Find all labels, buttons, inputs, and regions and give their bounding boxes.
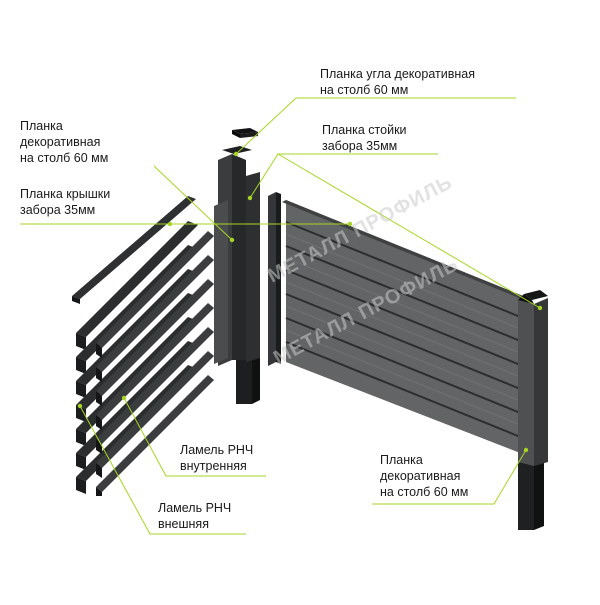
leader-dots [77, 151, 543, 453]
right-post [518, 290, 548, 530]
post-strip [268, 192, 281, 366]
label-lamel-outer-line2: внешняя [158, 517, 209, 531]
label-cap-strip-line1: Планка крышки [20, 187, 111, 201]
label-lamel-inner-line1: Ламель РНЧ [180, 443, 254, 457]
cap-strip [72, 196, 196, 304]
leader-lamel-outer [79, 405, 246, 535]
label-decor-strip-left: Планка декоративная на столб 60 мм [20, 118, 108, 166]
inner-lamellas [96, 231, 214, 496]
label-corner-strip: Планка угла декоративная на столб 60 мм [320, 66, 475, 98]
leader-decor-strip-right [372, 449, 527, 505]
leader-corner-strip [235, 97, 516, 155]
label-decor-strip-right-line1: Планка [380, 453, 423, 467]
label-lamel-outer: Ламель РНЧ внешняя [158, 500, 231, 532]
label-decor-strip-right-line3: на столб 60 мм [380, 485, 469, 499]
leader-lamel-inner [123, 397, 266, 477]
label-decor-strip-right-line2: декоративная [380, 469, 461, 483]
label-decor-strip-left-line2: декоративная [20, 135, 101, 149]
fence-panel [282, 200, 529, 456]
label-decor-strip-right: Планка декоративная на столб 60 мм [380, 452, 468, 500]
label-post-strip-line2: забора 35мм [322, 139, 398, 153]
label-corner-strip-line2: на столб 60 мм [320, 83, 409, 97]
label-cap-strip-line2: забора 35мм [20, 203, 96, 217]
label-lamel-outer-line1: Ламель РНЧ [158, 501, 232, 515]
label-lamel-inner-line2: внутренняя [180, 459, 247, 473]
label-decor-strip-left-line1: Планка [20, 119, 63, 133]
leader-decor-strip-left [153, 165, 233, 241]
label-post-strip: Планка стойки забора 35мм [322, 122, 407, 154]
label-decor-strip-left-line3: на столб 60 мм [20, 151, 109, 165]
label-lamel-inner: Ламель РНЧ внутренняя [180, 442, 253, 474]
central-post [214, 128, 260, 404]
leader-lines [20, 97, 541, 535]
label-corner-strip-line1: Планка угла декоративная [320, 67, 475, 81]
label-cap-strip: Планка крышки забора 35мм [20, 186, 110, 218]
label-post-strip-line1: Планка стойки [322, 123, 407, 137]
leader-post-strip-2 [277, 153, 541, 309]
